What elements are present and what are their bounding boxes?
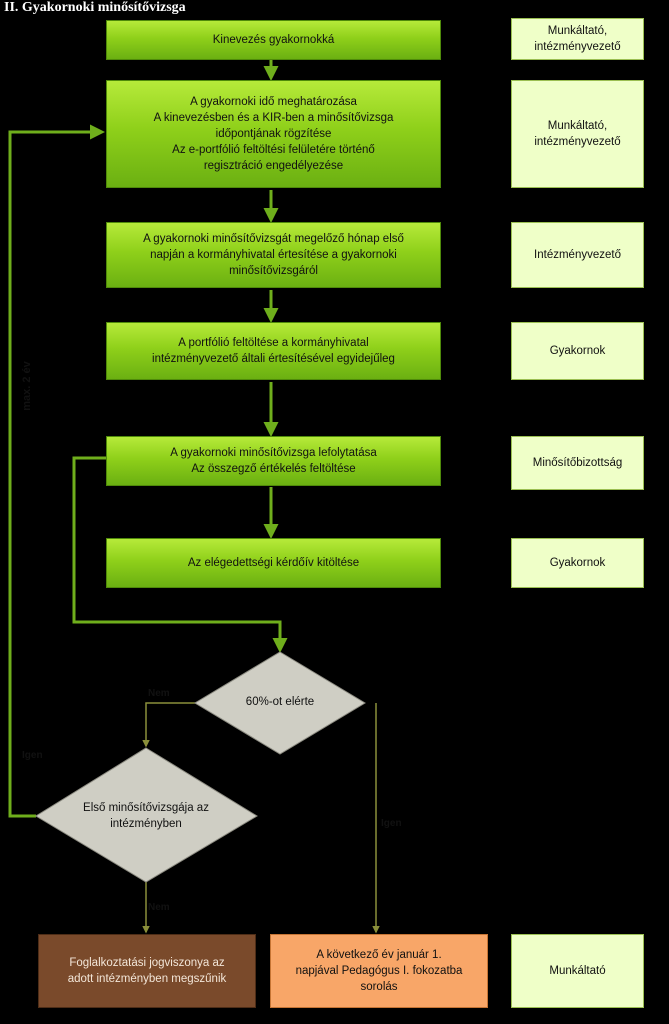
step-appointment: Kinevezés gyakornokká: [106, 20, 441, 60]
decision-diamond-first-exam: [35, 747, 258, 883]
step-notify-office: A gyakornoki minősítővizsgát megelőző hó…: [106, 222, 441, 288]
role-step-questionnaire: Gyakornok: [511, 538, 644, 588]
role-outcome-promote: Munkáltató: [511, 934, 644, 1008]
step-exam: A gyakornoki minősítővizsga lefolytatása…: [106, 436, 441, 486]
label-no-first-exam: Nem: [148, 902, 170, 913]
decision-score-text: 60%-ot elérte: [245, 696, 315, 708]
label-yes-first-exam: Igen: [22, 750, 43, 761]
diagram-title: II. Gyakornoki minősítővizsga: [4, 0, 186, 15]
step-period-setup: A gyakornoki idő meghatározása A kinevez…: [106, 80, 441, 188]
role-step-portfolio-upload: Gyakornok: [511, 322, 644, 380]
role-step-period-setup: Munkáltató, intézményvezető: [511, 80, 644, 188]
role-step-notify-office: Intézményvezető: [511, 222, 644, 288]
outcome-promote: A következő év január 1. napjával Pedagó…: [270, 934, 488, 1008]
role-step-exam: Minősítőbizottság: [511, 436, 644, 490]
decision-diamond-score: [194, 651, 366, 755]
label-yes-score: Igen: [381, 818, 402, 829]
role-step-appointment: Munkáltató, intézményvezető: [511, 18, 644, 60]
step-questionnaire: Az elégedettségi kérdőív kitöltése: [106, 538, 441, 588]
decision-first-exam-text: Első minősítővizsgája az intézményben: [83, 802, 209, 830]
label-max-2-years: max. 2 év: [21, 361, 33, 411]
label-no-score: Nem: [148, 688, 170, 699]
step-portfolio-upload: A portfólió feltöltése a kormányhivatal …: [106, 322, 441, 380]
outcome-terminate: Foglalkoztatási jogviszonya az adott int…: [38, 934, 256, 1008]
